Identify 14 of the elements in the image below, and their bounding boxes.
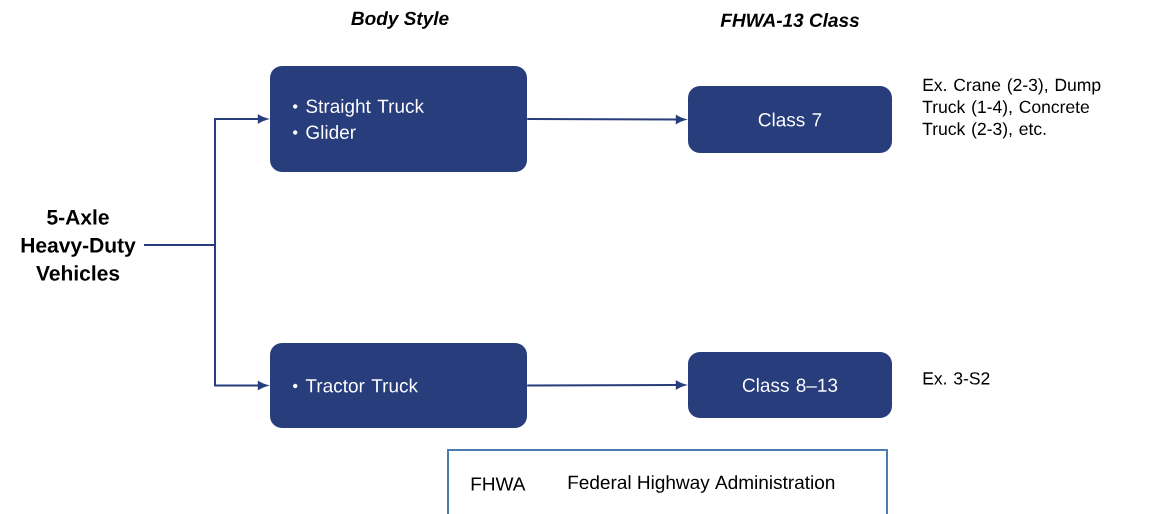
arrow xyxy=(143,244,268,390)
column-heading: Body Style xyxy=(351,11,449,29)
class-box: Class 8–13 xyxy=(688,352,892,418)
arrow xyxy=(526,115,686,124)
example-note: Ex. 3-S2 xyxy=(923,372,990,385)
vehicle-label: 5-Axle Heavy-Duty Vehicles xyxy=(21,209,136,281)
arrow xyxy=(526,380,686,390)
body-style-box: Tractor Truck xyxy=(270,343,527,428)
column-heading: FHWA-13 Class xyxy=(720,13,859,27)
example-note: Ex. Crane (2-3), Dump Truck (1-4), Concrete Truck (2-3), etc. xyxy=(922,78,1101,139)
class-box: Class 7 xyxy=(688,86,892,153)
abbreviation-definition: Federal Highway Administration xyxy=(568,475,835,493)
abbreviation: FHWA xyxy=(471,477,526,491)
body-style-box: Straight Truck Glider xyxy=(270,66,527,172)
